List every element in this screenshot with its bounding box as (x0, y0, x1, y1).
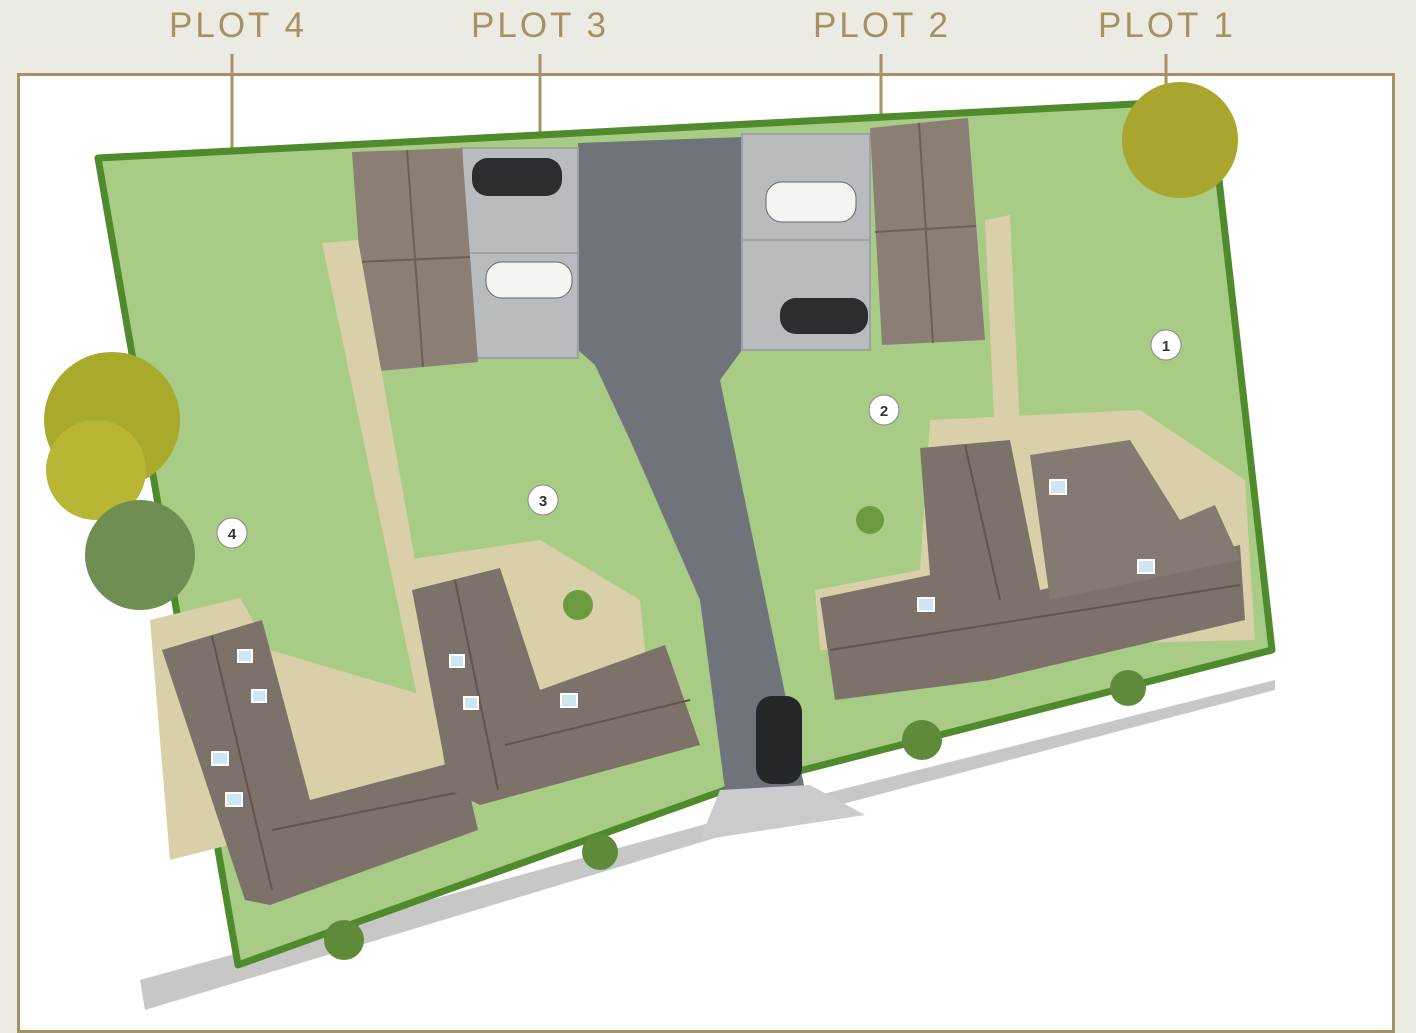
plot-2-marker[interactable]: 2 (868, 394, 900, 426)
svg-text:3: 3 (539, 493, 547, 510)
shrub-2 (856, 506, 884, 534)
svg-text:1: 1 (1162, 338, 1170, 355)
car-dark-1 (472, 158, 562, 196)
plot-4-marker[interactable]: 4 (216, 517, 248, 549)
plot-1-label: PLOT 1 (1098, 6, 1236, 45)
plot-2-label: PLOT 2 (813, 6, 951, 45)
road-apron (700, 785, 865, 840)
tree-yellow-3 (1122, 82, 1238, 198)
garage-roof-right (870, 118, 985, 345)
car-white-1 (485, 261, 573, 299)
cars (472, 158, 868, 784)
shrub-front-4 (324, 920, 364, 960)
trees (44, 82, 1238, 960)
svg-text:2: 2 (880, 403, 888, 420)
footpath-1 (985, 215, 1020, 440)
tree-yellow-2 (46, 420, 146, 520)
access-road (578, 137, 805, 790)
footpath-4 (322, 240, 440, 710)
svg-text:4: 4 (228, 526, 237, 543)
car-dark-road (756, 696, 802, 784)
car-dark-2 (780, 298, 868, 334)
plot-3-label: PLOT 3 (471, 6, 609, 45)
house-roof-1-wing (1030, 440, 1240, 600)
house-roof-3 (412, 568, 700, 805)
car-white-2 (765, 181, 857, 223)
skylights (211, 479, 1155, 807)
plot-3-marker[interactable]: 3 (527, 484, 559, 516)
shrub-front-3 (582, 834, 618, 870)
house-roof-4 (162, 620, 478, 905)
shrub-front-2 (902, 720, 942, 760)
plot-1-marker[interactable]: 1 (1150, 329, 1182, 361)
plot-markers: 4 3 2 1 (216, 329, 1182, 549)
shrub-front-1 (1110, 670, 1146, 706)
shrub-3 (563, 590, 593, 620)
plot-4-label: PLOT 4 (169, 6, 307, 45)
pavement (140, 680, 1275, 1010)
tree-green-1 (85, 500, 195, 610)
